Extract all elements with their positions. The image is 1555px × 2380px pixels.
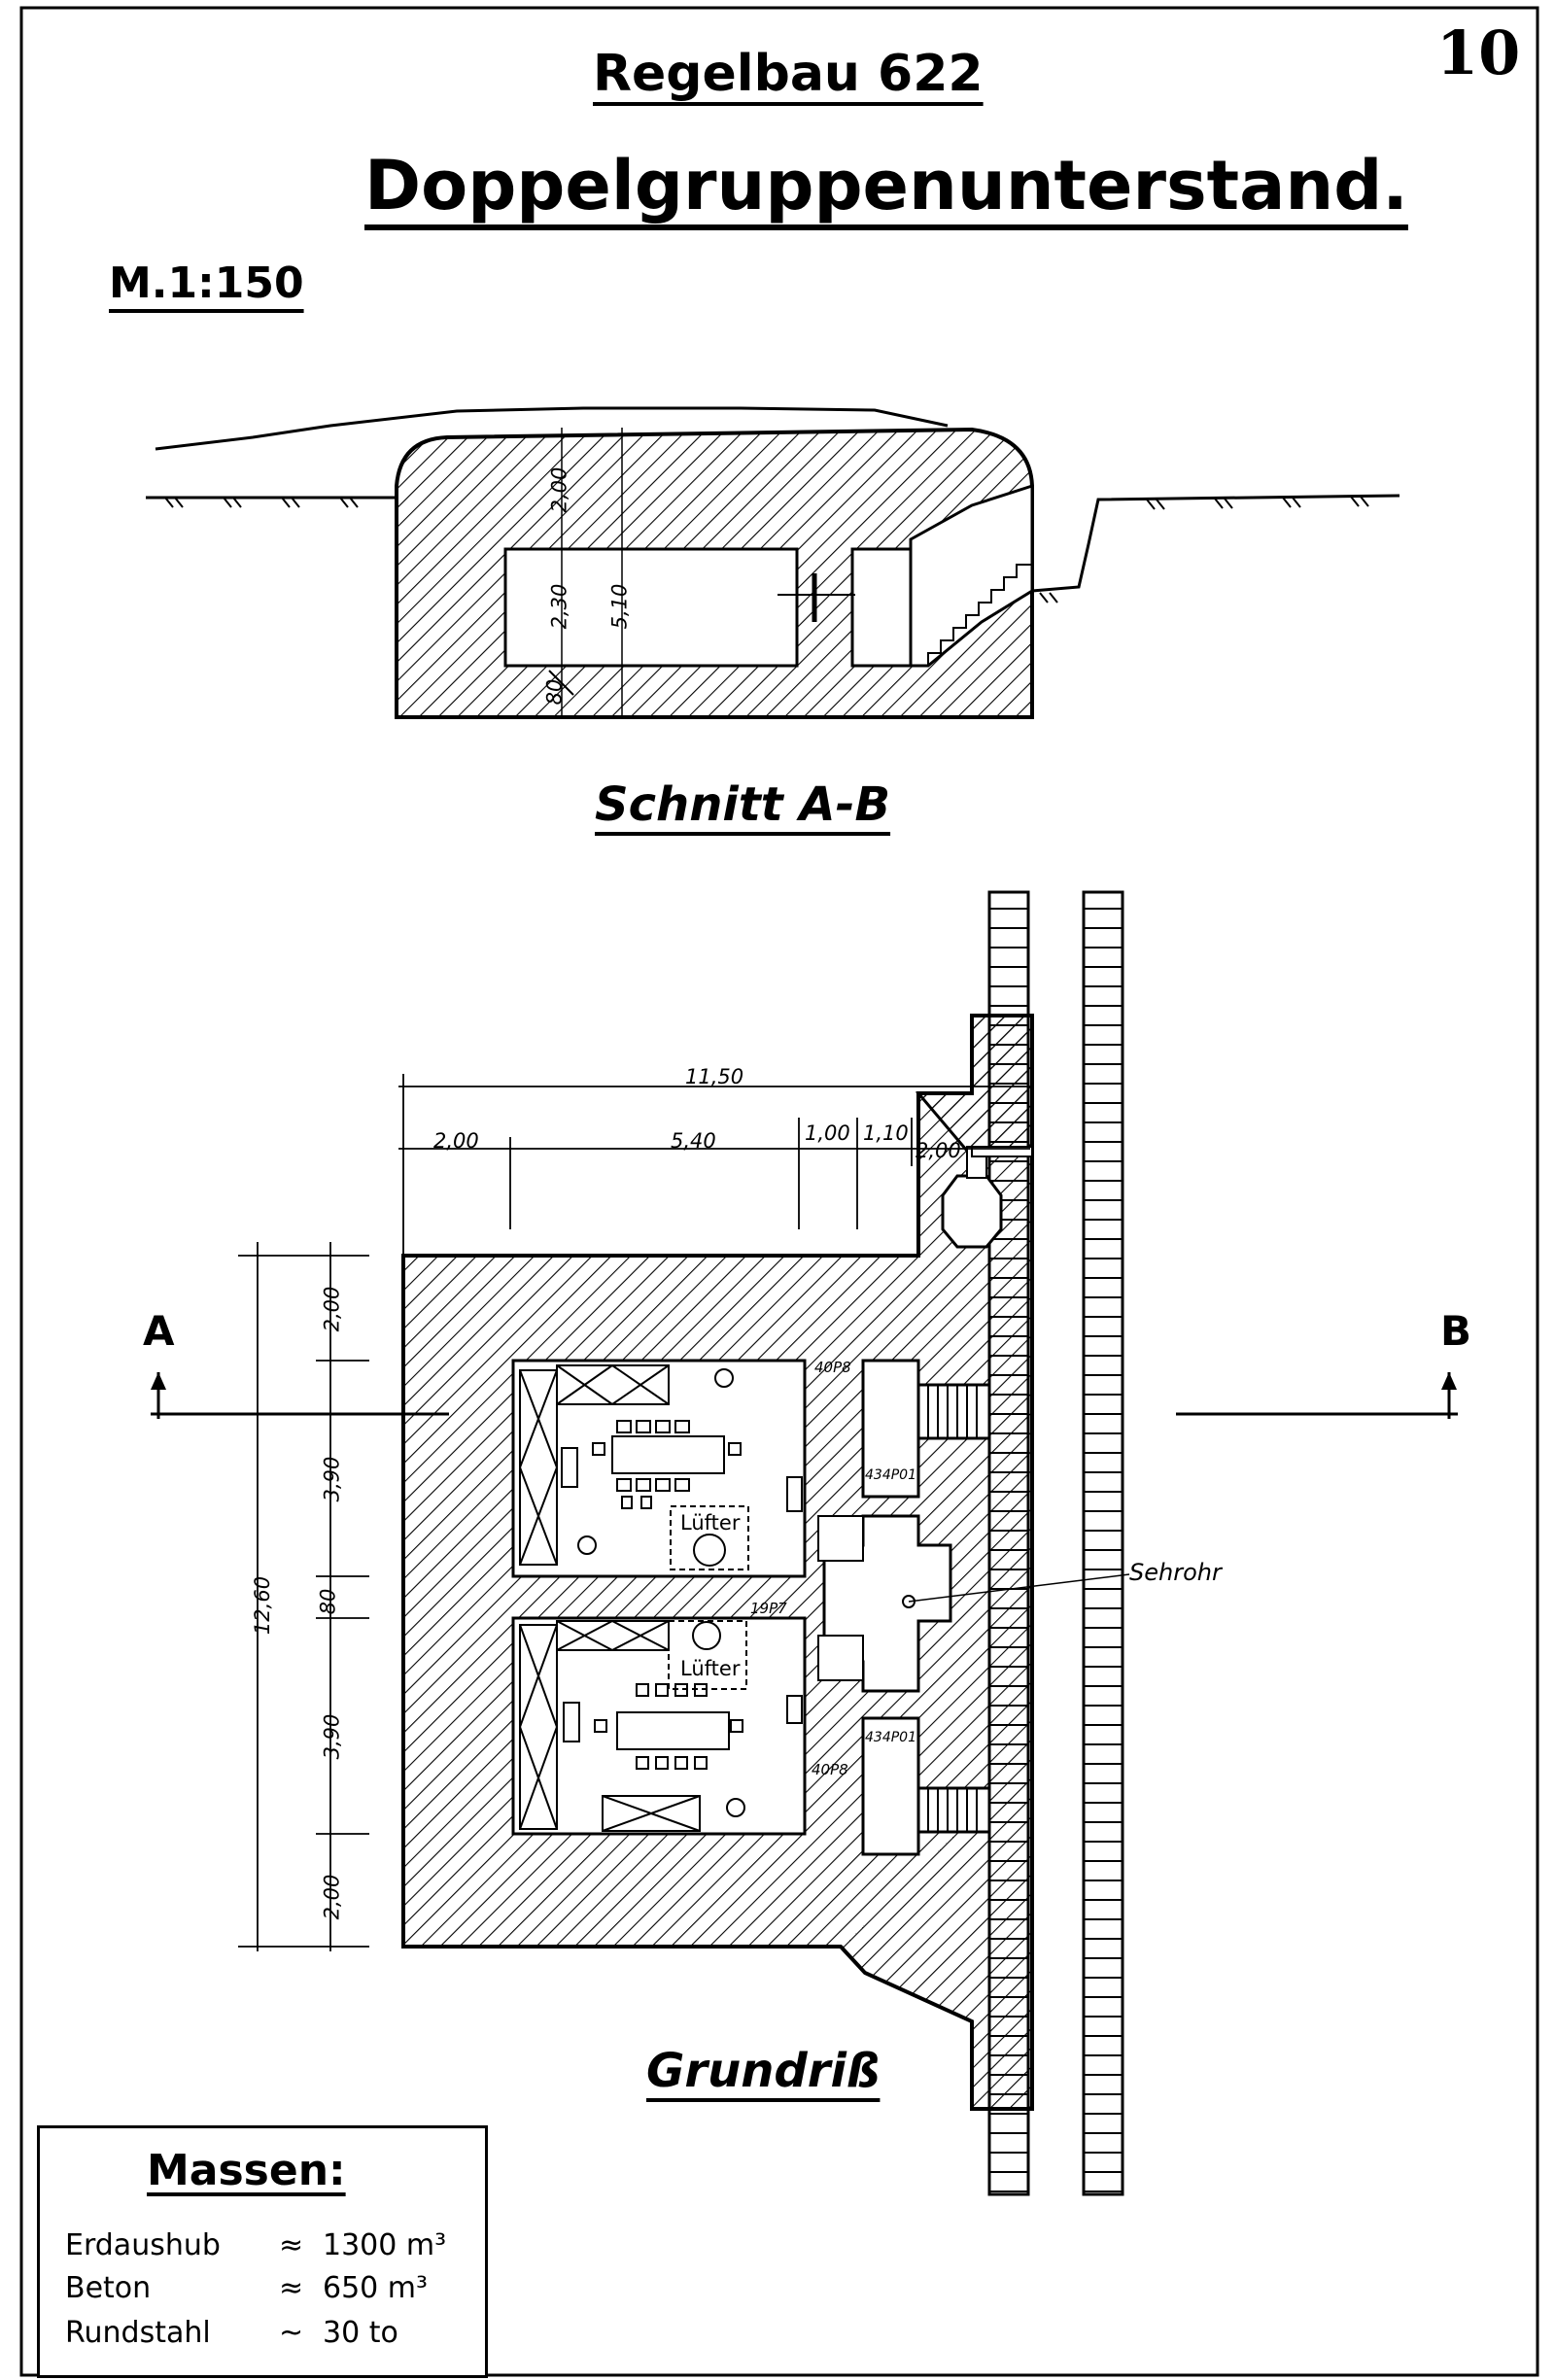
masses-row-label: Rundstahl [65,2316,211,2350]
lower-vent-box [668,1620,747,1690]
door-label-lower-outer: 434P01 [865,1730,916,1745]
upper-entry-chamber [861,1359,920,1499]
masses-row-value: 30 to [323,2316,398,2350]
section-entry-room [850,547,913,668]
scale-label: M.1:150 [109,259,304,308]
periscope-label: Sehrohr [1129,1559,1222,1586]
dim-h-d1: 1,00 [805,1121,850,1145]
section-stair-steps [927,564,1032,666]
masses-row-approx: ≈ [279,2271,304,2305]
section-terrain [155,406,949,451]
section-main-room [503,547,799,668]
plan-dims-horizontal [398,1074,1030,1259]
masses-row-approx: ~ [279,2316,304,2350]
plan-dims-vertical [238,1242,369,1951]
main-title: Doppelgruppenunterstand. [364,146,1408,225]
lower-room-furniture [563,1683,803,1817]
series-title: Regelbau 622 [593,45,984,103]
upper-room-bunks [519,1364,670,1566]
section-stair-shaft [909,483,1034,668]
vent-label-upper: Lüfter [680,1511,741,1535]
sheet-border [19,6,1539,2377]
masses-row-value: 1300 m³ [323,2228,447,2262]
page-number: 10 [1436,17,1521,88]
upper-vent-box [670,1505,749,1570]
ground-ticks-right [1039,496,1369,604]
section-marker-b: B [1440,1307,1472,1355]
dim-h-room: 5,40 [671,1129,716,1153]
door-label-upper-outer: 434P01 [865,1467,916,1483]
section-drawing [146,406,1400,719]
section-marker-a: A [143,1307,175,1355]
masses-table: Massen: Erdaushub ≈ 1300 m³ Beton ≈ 650 … [37,2125,488,2378]
upper-room-furniture [561,1368,803,1555]
dim-h-d3: 2,00 [916,1139,961,1162]
dim-room-height: 2,30 [547,583,571,630]
dim-floor: 80 [542,678,567,706]
masses-row-label: Beton [65,2271,152,2305]
dim-v-mid-wall: 80 [316,1588,340,1615]
dim-v-room-upper: 3,90 [320,1456,344,1502]
dim-v-total: 12,60 [251,1575,275,1636]
door-label-mid: 19P7 [750,1600,787,1617]
section-view-label: Schnitt A-B [595,777,891,832]
hatch-label-upper: 40P8 [814,1359,851,1376]
dim-h-wall-left: 2,00 [433,1129,479,1153]
dim-roof: 2,00 [547,466,571,513]
section-ground-right [1031,494,1400,593]
dim-total-height: 5,10 [607,583,632,630]
masses-title: Massen: [147,2146,346,2195]
upper-stairs [916,1383,991,1440]
masses-row-label: Erdaushub [65,2228,221,2262]
masses-row-approx: ≈ [279,2228,304,2262]
ground-ticks-left [164,497,359,508]
plan-drawing [151,890,1458,2196]
periscope-leader [908,1573,1130,1603]
dim-v-wall-bottom: 2,00 [320,1874,344,1920]
hatch-label-lower: 40P8 [812,1761,848,1778]
vent-label-lower: Lüfter [680,1657,741,1680]
masses-row-value: 650 m³ [323,2271,429,2305]
dim-h-d2: 1,10 [863,1121,909,1145]
lower-entry-chamber [861,1716,920,1856]
lower-room-bunks [519,1620,701,1832]
dim-v-room-lower: 3,90 [320,1713,344,1760]
lower-stairs [916,1786,991,1834]
plan-octagon-well [941,1174,1003,1249]
dim-v-wall-top: 2,00 [320,1286,344,1332]
dim-h-total: 11,50 [685,1065,744,1088]
plan-view-label: Grundriß [646,2044,881,2098]
